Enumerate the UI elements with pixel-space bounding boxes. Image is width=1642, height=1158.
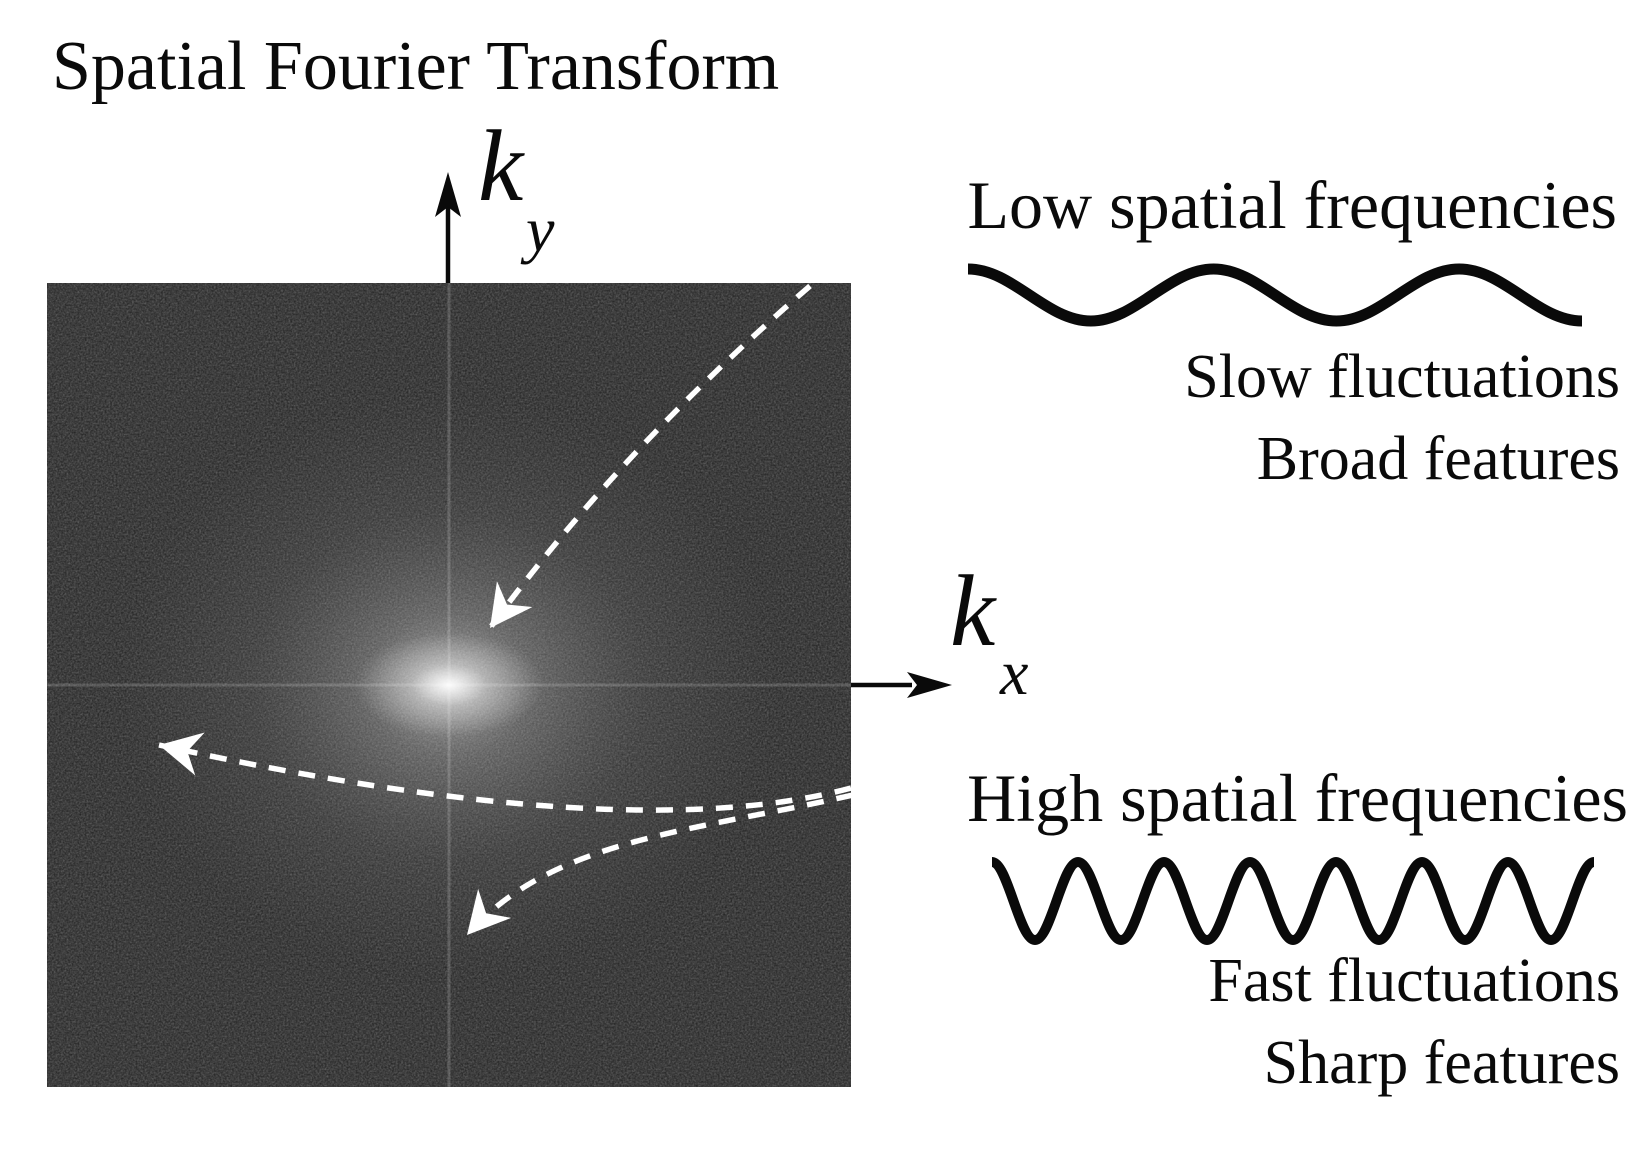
ky-axis-subscript: y [526, 194, 555, 265]
kx-axis-label: k [950, 555, 996, 668]
ky-axis-arrowhead-icon [435, 172, 461, 217]
high-frequency-captions: Fast fluctuations Sharp features [1208, 940, 1620, 1104]
fast-fluctuations-caption: Fast fluctuations [1208, 947, 1620, 1015]
sharp-features-caption: Sharp features [1263, 1029, 1620, 1097]
ky-axis-label: k [478, 110, 524, 223]
slow-wave-icon [968, 263, 1582, 327]
arrow-to-center-icon [487, 283, 812, 630]
low-frequency-heading: Low spatial frequencies [967, 167, 1617, 243]
low-frequency-captions: Slow fluctuations Broad features [1184, 336, 1620, 500]
arrow-to-bottom-edge-icon [464, 792, 851, 937]
kx-axis-arrowhead-icon [907, 672, 952, 698]
kx-axis-subscript: x [1000, 637, 1029, 708]
page-title: Spatial Fourier Transform [52, 28, 780, 105]
fft-image [47, 283, 851, 1087]
slow-fluctuations-caption: Slow fluctuations [1184, 343, 1620, 411]
fft-spectrum-graphic [47, 283, 851, 1087]
arrow-to-left-edge-icon [158, 732, 851, 813]
broad-features-caption: Broad features [1256, 425, 1620, 493]
high-frequency-heading: High spatial frequencies [967, 760, 1628, 836]
fast-wave-icon [992, 856, 1594, 946]
fft-center-peak [354, 633, 544, 737]
